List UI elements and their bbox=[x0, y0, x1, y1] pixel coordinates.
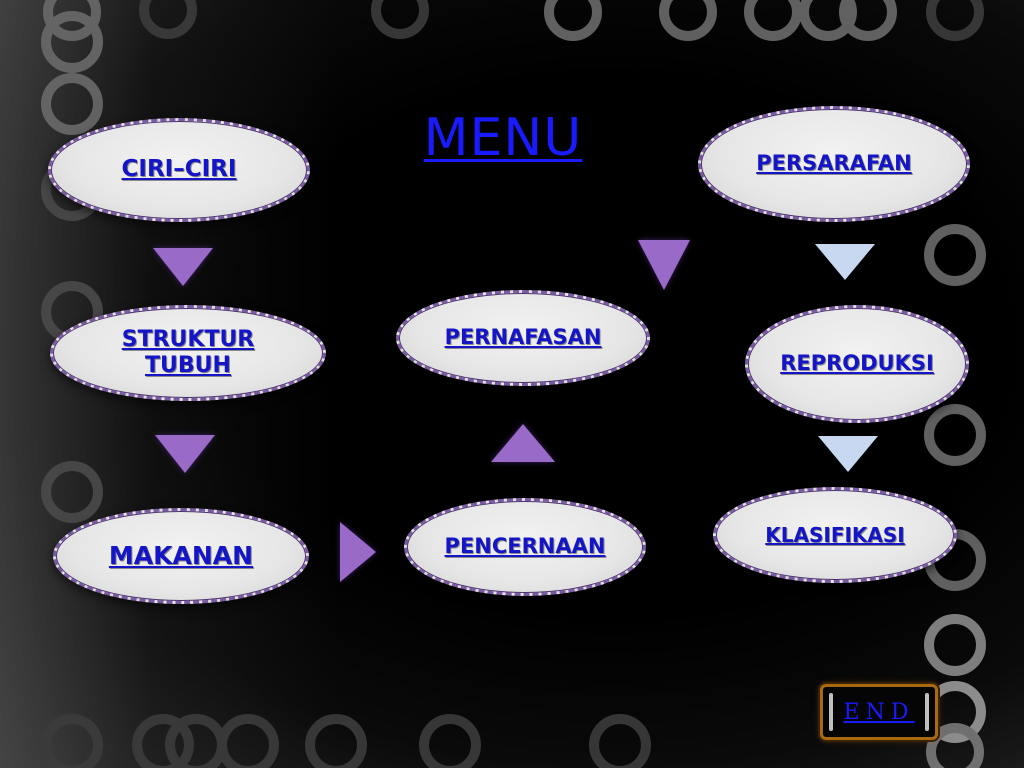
reproduksi-label: REPRODUKSI bbox=[780, 351, 934, 376]
right-arrow-icon bbox=[340, 522, 376, 582]
end-button[interactable]: END bbox=[820, 684, 938, 740]
ring-decoration bbox=[924, 404, 986, 466]
up-arrow-icon bbox=[491, 424, 555, 462]
ring-decoration bbox=[839, 0, 897, 41]
persarafan-label: PERSARAFAN bbox=[756, 151, 912, 176]
ring-decoration bbox=[41, 461, 103, 523]
ring-decoration bbox=[217, 714, 279, 768]
down-arrow-icon bbox=[155, 435, 215, 473]
ring-decoration bbox=[41, 11, 103, 73]
pernafasan-label: PERNAFASAN bbox=[444, 325, 602, 350]
persarafan-button[interactable]: PERSARAFAN bbox=[698, 106, 970, 222]
ring-decoration bbox=[659, 0, 717, 41]
ring-decoration bbox=[926, 723, 984, 768]
ring-decoration bbox=[132, 714, 194, 768]
struktur-tubuh-label: STRUKTUR TUBUH bbox=[121, 326, 255, 378]
ring-decoration bbox=[165, 714, 227, 768]
ciri-ciri-button[interactable]: CIRI–CIRI bbox=[48, 118, 310, 222]
ciri-ciri-label: CIRI–CIRI bbox=[121, 156, 237, 183]
ring-decoration bbox=[419, 714, 481, 768]
makanan-button[interactable]: MAKANAN bbox=[53, 508, 309, 604]
down-arrow-icon bbox=[818, 436, 878, 472]
ring-decoration bbox=[41, 73, 103, 135]
reproduksi-button[interactable]: REPRODUKSI bbox=[745, 305, 969, 423]
pencernaan-button[interactable]: PENCERNAAN bbox=[404, 498, 646, 596]
struktur-tubuh-button[interactable]: STRUKTUR TUBUH bbox=[50, 305, 326, 401]
down-arrow-icon bbox=[638, 240, 690, 290]
makanan-label: MAKANAN bbox=[108, 541, 254, 570]
ring-decoration bbox=[371, 0, 429, 39]
pencernaan-label: PENCERNAAN bbox=[444, 534, 606, 559]
menu-title-link[interactable]: MENU bbox=[423, 108, 583, 168]
ring-decoration bbox=[41, 714, 103, 768]
ring-decoration bbox=[926, 0, 984, 41]
ring-decoration bbox=[924, 224, 986, 286]
pernafasan-button[interactable]: PERNAFASAN bbox=[396, 290, 650, 386]
down-arrow-icon bbox=[153, 248, 213, 286]
down-arrow-icon bbox=[815, 244, 875, 280]
ring-decoration bbox=[924, 614, 986, 676]
ring-decoration bbox=[544, 0, 602, 41]
ring-decoration bbox=[139, 0, 197, 39]
ring-decoration bbox=[744, 0, 802, 41]
ring-decoration bbox=[305, 714, 367, 768]
ring-decoration bbox=[43, 0, 101, 41]
klasifikasi-button[interactable]: KLASIFIKASI bbox=[713, 487, 957, 583]
end-button-label: END bbox=[843, 699, 915, 725]
ring-decoration bbox=[589, 714, 651, 768]
klasifikasi-label: KLASIFIKASI bbox=[765, 523, 905, 547]
ring-decoration bbox=[799, 0, 857, 41]
